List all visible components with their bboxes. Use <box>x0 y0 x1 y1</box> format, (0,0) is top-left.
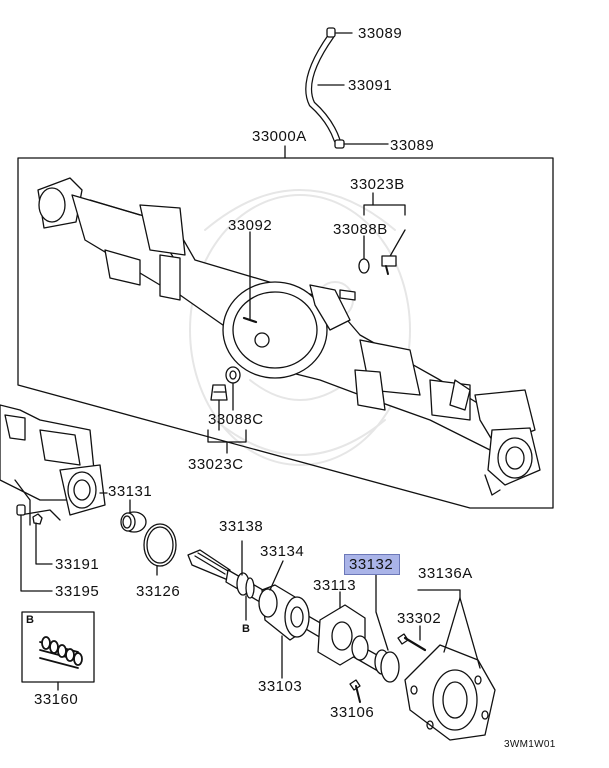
label-33088c: 33088C <box>208 411 264 428</box>
breather-hose <box>305 27 345 149</box>
label-33088b: 33088B <box>333 221 388 238</box>
drawing-code: 3WM1W01 <box>504 739 556 750</box>
label-33195: 33195 <box>55 583 100 600</box>
part-33126 <box>143 523 177 567</box>
label-33132-highlighted[interactable]: 33132 <box>344 554 401 575</box>
label-33113: 33113 <box>313 577 357 594</box>
part-33160 <box>39 636 83 669</box>
label-33091: 33091 <box>348 77 393 94</box>
label-33106: 33106 <box>330 704 375 721</box>
label-33131: 33131 <box>108 483 153 500</box>
label-33160: 33160 <box>34 691 79 708</box>
label-33089-bottom: 33089 <box>390 137 435 154</box>
label-33191: 33191 <box>55 556 100 573</box>
label-33092: 33092 <box>228 217 273 234</box>
label-33089-top: 33089 <box>358 25 403 42</box>
label-33138: 33138 <box>219 518 264 535</box>
left-housing-section <box>0 404 106 526</box>
label-33134: 33134 <box>260 543 305 560</box>
housing-box <box>17 157 554 509</box>
label-33136a: 33136A <box>418 565 473 582</box>
label-33302: 33302 <box>397 610 442 627</box>
part-33131 <box>120 511 147 533</box>
axle-shaft <box>187 549 496 741</box>
label-33103: 33103 <box>258 678 303 695</box>
label-callout-b-box: B <box>26 614 35 626</box>
label-33126: 33126 <box>136 583 181 600</box>
label-callout-b-shaft: B <box>242 623 251 635</box>
axle-housing <box>37 177 541 496</box>
label-33023b: 33023B <box>350 176 405 193</box>
label-33000a: 33000A <box>252 128 307 145</box>
label-33023c: 33023C <box>188 456 244 473</box>
